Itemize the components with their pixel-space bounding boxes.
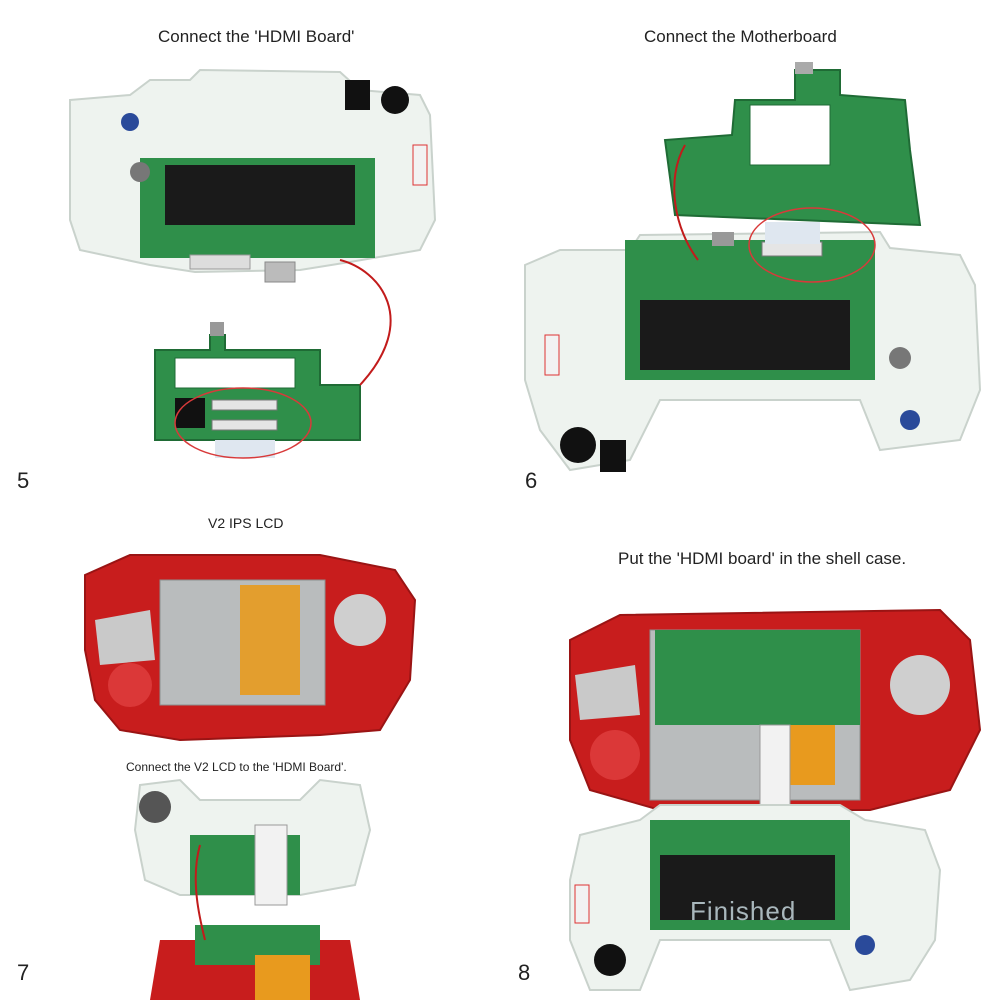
red-wire <box>194 844 206 941</box>
speaker <box>560 427 596 463</box>
speaker-grille <box>108 663 152 707</box>
highlight-ellipse <box>748 207 876 283</box>
capacitor <box>130 162 150 182</box>
step-8-photo <box>569 608 982 992</box>
cartridge-slot <box>640 300 850 370</box>
step-6-title: Connect the Motherboard <box>644 27 837 46</box>
flat-cable <box>254 824 288 906</box>
speaker <box>594 944 626 976</box>
board-id-sticker <box>574 884 590 924</box>
hdmi-board <box>655 630 860 725</box>
cartridge-slot <box>660 855 835 920</box>
speaker-grille <box>590 730 640 780</box>
audio-jack <box>345 80 370 110</box>
step-6-photo <box>524 62 982 472</box>
flat-cable <box>759 724 791 811</box>
step-6-number: 6 <box>525 468 538 493</box>
mini-usb-port <box>210 322 224 336</box>
cartridge-slot <box>165 165 355 225</box>
ab-button-pad <box>334 594 386 646</box>
capacitor-blue <box>900 410 920 430</box>
speaker <box>381 86 409 114</box>
ribbon-connector <box>189 254 251 270</box>
finished-overlay-text: Finished <box>690 896 797 926</box>
highlight-ellipse <box>174 387 312 459</box>
ribbon-connector <box>761 241 823 257</box>
link-port <box>712 232 734 246</box>
step-8-title: Put the 'HDMI board' in the shell case. <box>618 549 907 568</box>
board-id-sticker <box>544 334 560 376</box>
capacitor-blue <box>121 113 139 131</box>
step-5-title: Connect the 'HDMI Board' <box>158 27 355 46</box>
link-port <box>264 261 296 283</box>
speaker <box>139 791 171 823</box>
step-7-subtitle: Connect the V2 LCD to the 'HDMI Board'. <box>126 760 347 774</box>
panel-step-7: V2 IPS LCD Connect the V2 LCD to the 'HD… <box>0 500 500 1000</box>
lcd-flex-cable <box>240 585 300 695</box>
lcd-flex-cable-bottom <box>255 955 310 1000</box>
step-5-number: 5 <box>17 468 30 493</box>
connector-bottom <box>211 419 278 431</box>
red-wire <box>673 144 699 261</box>
hdmi-board-cutout <box>174 357 296 389</box>
step-7-title: V2 IPS LCD <box>208 515 284 531</box>
flat-cable <box>765 222 820 244</box>
step-5-photo <box>69 68 437 459</box>
connector-top <box>211 399 278 411</box>
panel-step-6: Connect the Motherboard 6 <box>500 0 1000 500</box>
dpad-pad <box>575 665 640 720</box>
step-7-number: 7 <box>17 960 30 985</box>
audio-jack <box>600 440 626 472</box>
mini-usb-port <box>795 62 813 74</box>
panel-step-8: Put the 'HDMI board' in the shell case. … <box>500 500 1000 1000</box>
hdmi-board-window <box>749 104 831 166</box>
step-8-number: 8 <box>518 960 531 985</box>
panel-step-5: Connect the 'HDMI Board' 5 <box>0 0 500 500</box>
hdmi-chip <box>175 398 205 428</box>
red-wire <box>339 259 392 386</box>
capacitor-blue <box>855 935 875 955</box>
step-7-photo <box>84 554 417 1000</box>
ab-button-pad <box>890 655 950 715</box>
capacitor <box>889 347 911 369</box>
dpad-pad <box>95 610 155 665</box>
board-id-sticker <box>412 144 428 186</box>
flat-cable <box>215 440 275 458</box>
